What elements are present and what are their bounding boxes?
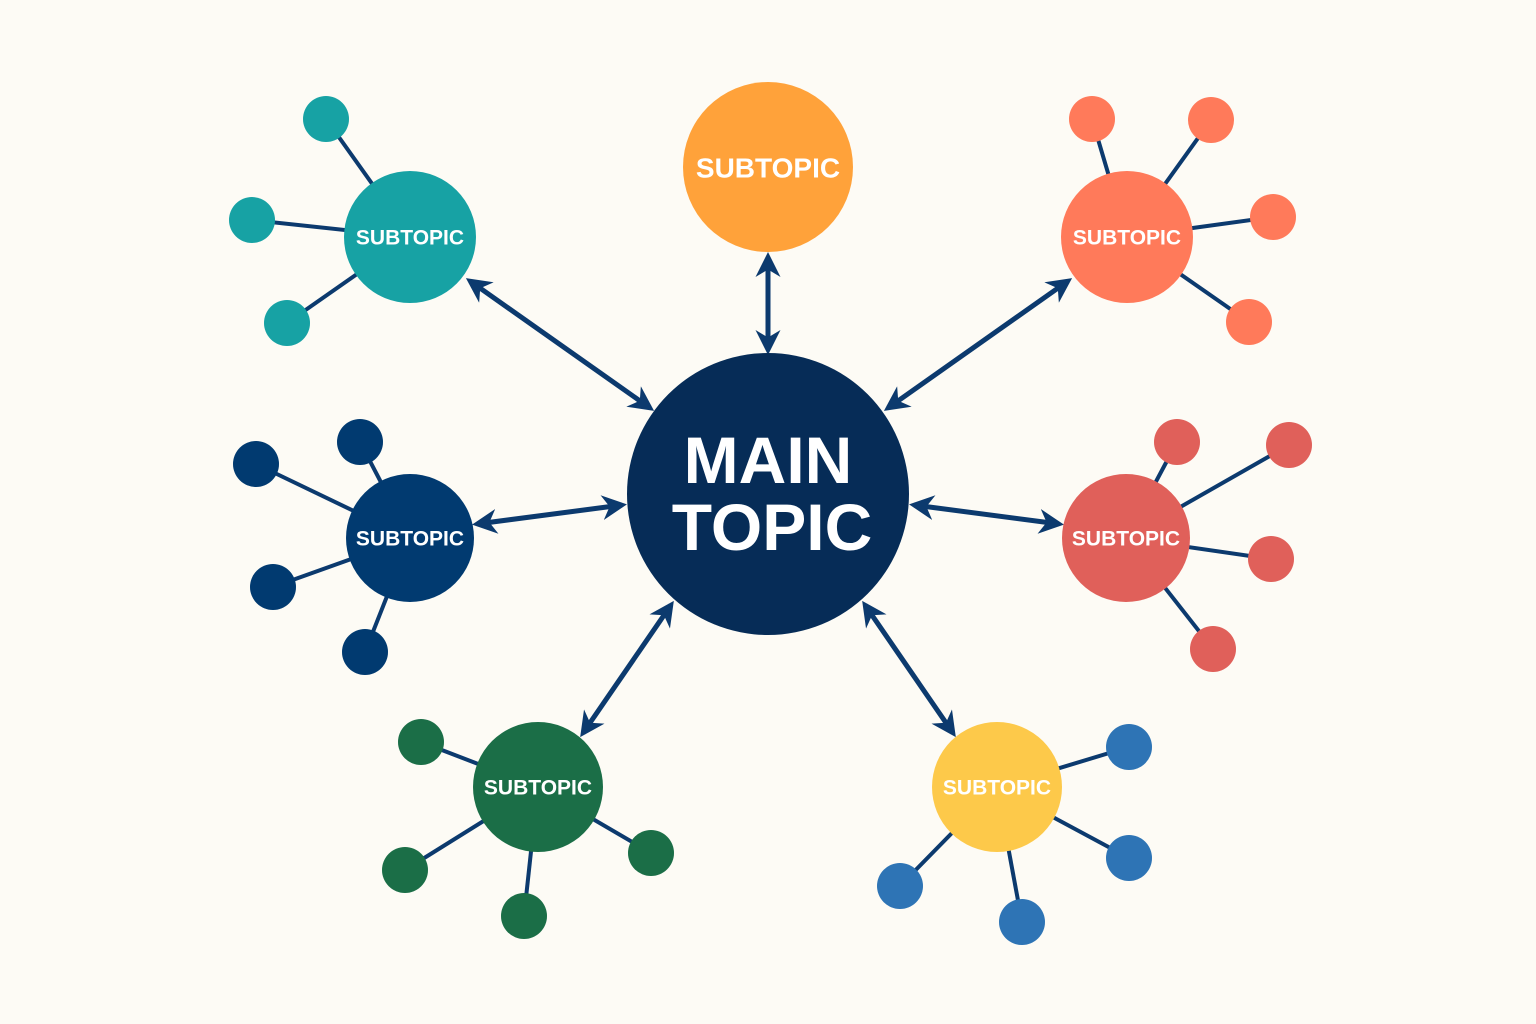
subtopic-label: SUBTOPIC	[1073, 227, 1181, 250]
leaf-nodes	[229, 96, 1312, 945]
arrow-red	[909, 495, 1064, 534]
main-topic: MAIN TOPIC	[627, 353, 909, 635]
subtopic-teal: SUBTOPIC	[344, 171, 476, 303]
main-topic-line1: MAIN	[684, 423, 853, 497]
leaf-node	[1106, 835, 1152, 881]
subtopic-orange: SUBTOPIC	[683, 82, 853, 252]
subtopic-label: SUBTOPIC	[356, 528, 464, 551]
leaf-node	[1154, 419, 1200, 465]
arrow-coral	[883, 278, 1073, 411]
arrow-navy	[472, 495, 627, 534]
leaf-node	[229, 197, 275, 243]
leaf-node	[264, 300, 310, 346]
arrow-yellow	[862, 600, 956, 738]
leaf-node	[1248, 536, 1294, 582]
leaf-node	[1106, 724, 1152, 770]
subtopic-yellow: SUBTOPIC	[932, 722, 1062, 852]
subtopic-label: SUBTOPIC	[1072, 528, 1180, 551]
subtopic-green: SUBTOPIC	[473, 722, 603, 852]
leaf-node	[303, 96, 349, 142]
leaf-node	[1188, 97, 1234, 143]
subtopic-coral: SUBTOPIC	[1061, 171, 1193, 303]
subtopic-label: SUBTOPIC	[696, 153, 840, 184]
arrows	[465, 252, 1073, 738]
leaf-node	[1266, 422, 1312, 468]
subtopic-label: SUBTOPIC	[356, 227, 464, 250]
leaf-node	[501, 893, 547, 939]
leaf-node	[1069, 96, 1115, 142]
leaf-node	[250, 564, 296, 610]
leaf-node	[1190, 626, 1236, 672]
leaf-node	[1250, 194, 1296, 240]
leaf-node	[877, 863, 923, 909]
leaf-node	[342, 629, 388, 675]
leaf-node	[999, 899, 1045, 945]
arrow-green	[580, 600, 674, 738]
subtopic-navy: SUBTOPIC	[346, 474, 474, 602]
arrow-teal	[465, 278, 655, 411]
leaf-node	[382, 847, 428, 893]
leaf-node	[628, 830, 674, 876]
subtopic-red: SUBTOPIC	[1062, 474, 1190, 602]
leaf-node	[233, 441, 279, 487]
leaf-node	[337, 419, 383, 465]
leaf-node	[398, 719, 444, 765]
main-topic-line2: TOPIC	[672, 490, 872, 564]
leaf-node	[1226, 299, 1272, 345]
subtopic-label: SUBTOPIC	[943, 777, 1051, 800]
subtopic-label: SUBTOPIC	[484, 777, 592, 800]
